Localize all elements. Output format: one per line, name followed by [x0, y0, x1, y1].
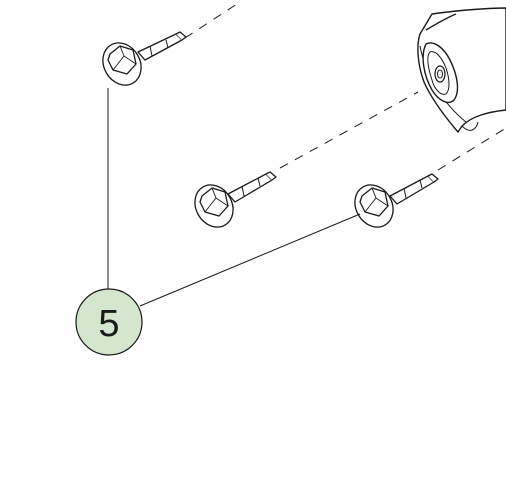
flange-bolt-middle — [194, 171, 277, 228]
callout-bubble-5: 5 — [75, 288, 143, 356]
assembly-centerlines — [184, 1, 506, 171]
flange-bolt-right — [354, 173, 439, 228]
bracket-housing — [417, 7, 506, 133]
centerline-middle-bolt — [279, 91, 419, 169]
centerline-right-bolt — [437, 127, 506, 171]
flange-bolt-top — [102, 31, 187, 86]
callout-circle — [75, 288, 143, 356]
callout-leaders — [107, 88, 361, 307]
centerline-top-bolt — [184, 1, 241, 39]
callout-label: 5 — [98, 303, 119, 345]
leader-to-right-bolt — [139, 213, 361, 307]
